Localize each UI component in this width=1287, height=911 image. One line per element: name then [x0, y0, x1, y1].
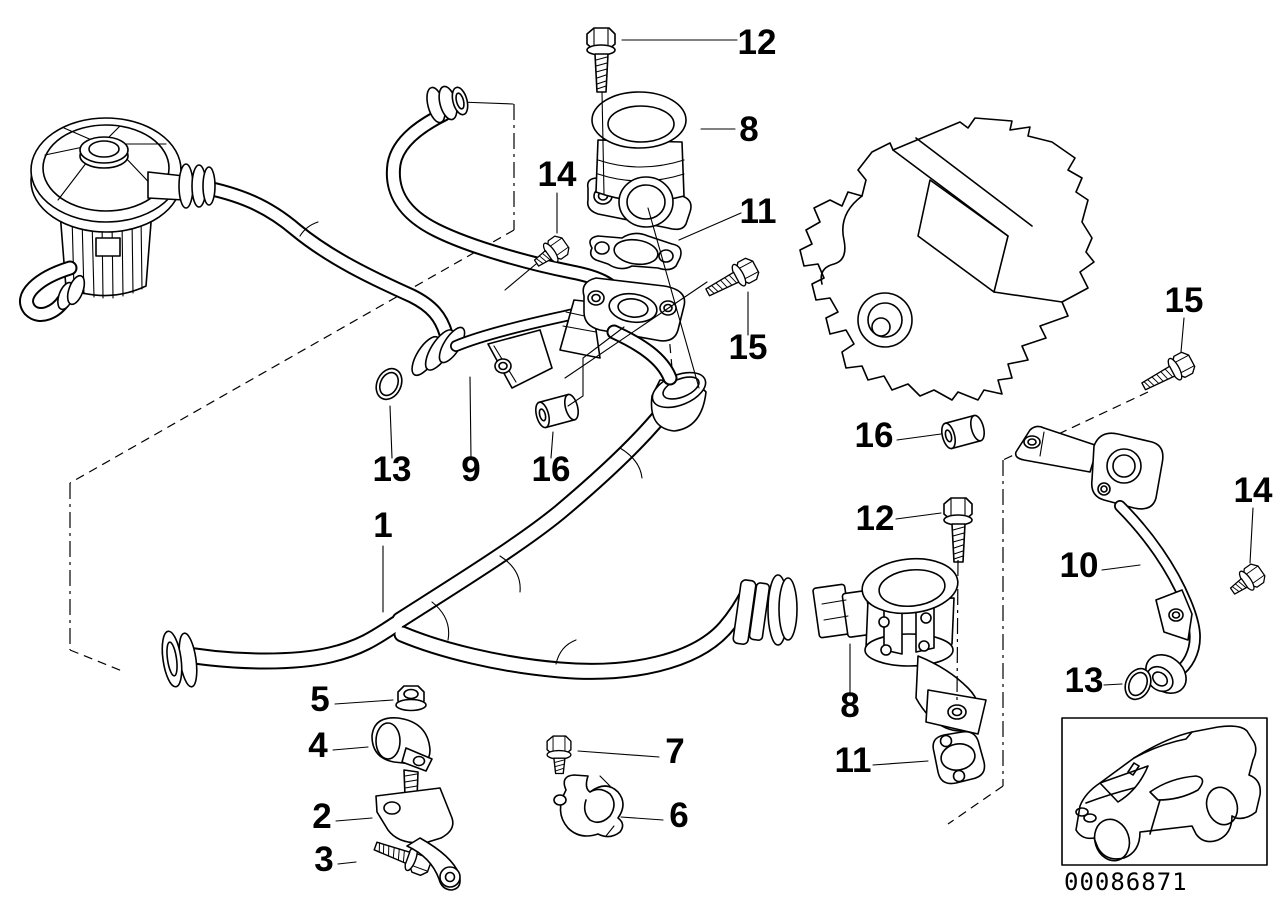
pipe-9-assembly [411, 91, 692, 389]
callout-5[interactable]: 5 [310, 680, 329, 719]
nut-5 [395, 685, 427, 712]
pipe-10-flange [1090, 432, 1164, 510]
callout-11-bottom[interactable]: 11 [835, 741, 872, 780]
valve-8b-bracket [915, 655, 987, 735]
hardware [370, 27, 1269, 891]
callout-4[interactable]: 4 [308, 726, 328, 765]
callout-9[interactable]: 9 [461, 450, 480, 489]
y-hose-left-cuff [161, 630, 198, 688]
y-hose [161, 371, 798, 688]
pipe-10-bracket [1014, 425, 1099, 473]
air-pump [19, 117, 216, 322]
y-hose-upper-cuff [650, 371, 707, 432]
callout-12-right[interactable]: 12 [856, 499, 895, 538]
bolt-14-right [1225, 560, 1269, 601]
callout-12-top[interactable]: 12 [738, 23, 777, 62]
callout-2[interactable]: 2 [312, 797, 331, 836]
callout-labels: 12 8 14 11 15 15 16 12 14 10 13 13 9 16 … [308, 23, 1273, 879]
gasket-11-bottom [932, 730, 986, 785]
y-hose-end-fitting [732, 574, 798, 646]
callout-14-right[interactable]: 14 [1234, 471, 1273, 510]
drawing-number: 00086871 [1064, 868, 1188, 896]
pipe-10-assembly [1014, 425, 1201, 695]
callout-13-right[interactable]: 13 [1065, 661, 1104, 700]
callout-7[interactable]: 7 [665, 732, 684, 771]
pipe-9-flange [559, 277, 686, 386]
bushing-16-center [532, 392, 582, 430]
gasket-11-top [589, 232, 682, 271]
callout-15-top[interactable]: 15 [729, 328, 768, 367]
callout-11-top[interactable]: 11 [740, 192, 777, 231]
callout-10[interactable]: 10 [1060, 546, 1099, 585]
callout-leaders [332, 39, 1254, 865]
upper-hose [385, 85, 628, 304]
callout-6[interactable]: 6 [669, 796, 688, 835]
callout-14-top[interactable]: 14 [538, 155, 577, 194]
pipe-10-port [1145, 653, 1187, 695]
callout-15-right[interactable]: 15 [1165, 281, 1204, 320]
valve-8b-inlet-fitting [812, 583, 873, 639]
callout-8-top[interactable]: 8 [739, 110, 758, 149]
callout-1[interactable]: 1 [373, 506, 392, 545]
bolt-12-right [943, 497, 973, 563]
callout-8-bottom[interactable]: 8 [840, 686, 859, 725]
engine-block [799, 117, 1095, 401]
pump-hose [190, 178, 454, 342]
construction-lines [69, 101, 1149, 825]
bracket-2 [375, 769, 461, 891]
assembly-lines [504, 91, 959, 701]
bolt-15-right [1137, 349, 1198, 398]
clamp-6 [553, 774, 624, 838]
valve-8-bottom [812, 557, 987, 785]
pipe-10-tab [1155, 589, 1193, 641]
pipe-9-bracket [487, 329, 553, 389]
clamp-4 [371, 717, 433, 772]
callout-16-center[interactable]: 16 [532, 450, 571, 489]
callout-13-left[interactable]: 13 [373, 450, 412, 489]
callout-16-right[interactable]: 16 [855, 416, 894, 455]
bolt-15-top [701, 255, 762, 304]
callout-3[interactable]: 3 [314, 840, 333, 879]
valve-8-top [586, 91, 692, 231]
bushing-16-right [938, 413, 988, 451]
bolt-12-top [586, 27, 616, 93]
bolt-7 [546, 735, 572, 775]
hose-cuff [426, 85, 469, 124]
car-thumbnail [1061, 717, 1268, 866]
o-ring-13-left [370, 363, 408, 405]
